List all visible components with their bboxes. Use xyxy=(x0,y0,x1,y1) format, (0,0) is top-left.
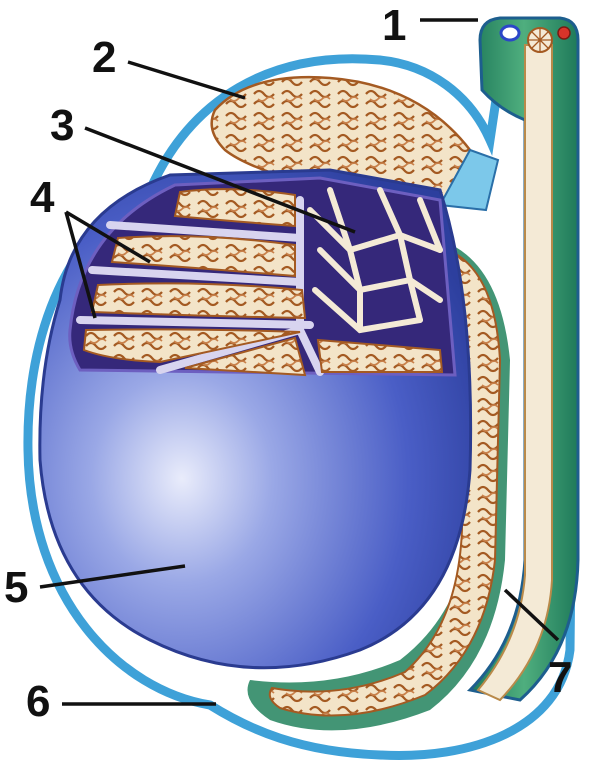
label-5: 5 xyxy=(4,563,28,612)
label-7: 7 xyxy=(548,653,572,702)
label-2: 2 xyxy=(92,33,116,82)
vessel-red xyxy=(558,27,570,39)
label-4: 4 xyxy=(30,173,55,222)
label-1: 1 xyxy=(382,1,406,50)
label-6: 6 xyxy=(26,677,50,726)
label-3: 3 xyxy=(50,101,74,150)
leader-line-2 xyxy=(128,62,245,98)
vessel-blue xyxy=(501,26,519,40)
